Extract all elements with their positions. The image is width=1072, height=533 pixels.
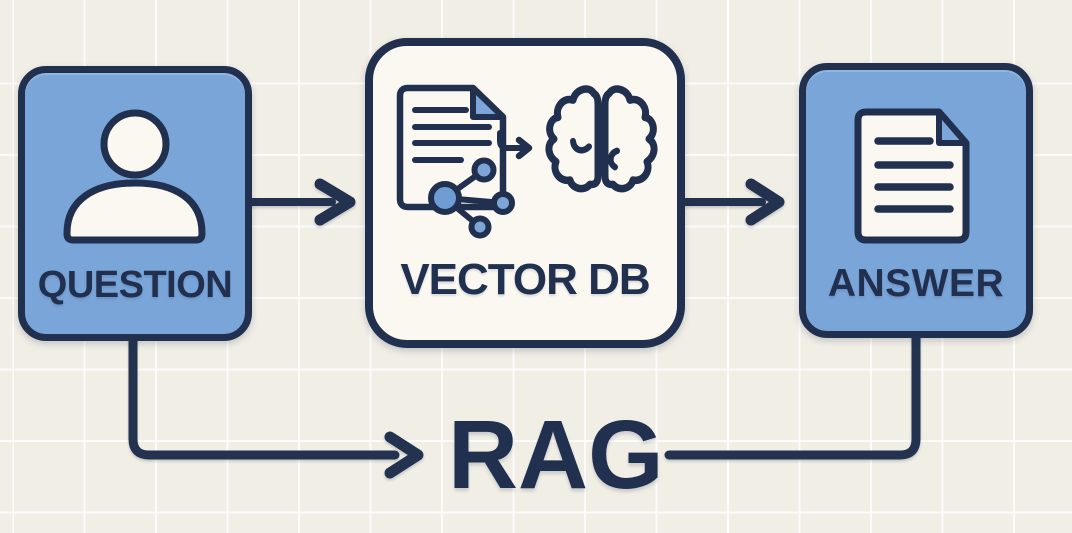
- node-label-vector-db: VECTOR DB: [400, 255, 650, 304]
- elbow-answer-to-rag: [664, 327, 921, 460]
- node-label-question: QUESTION: [37, 264, 233, 306]
- node-answer: ANSWER: [799, 63, 1033, 338]
- elbow-question-to-rag: [128, 329, 424, 479]
- rag-label: RAG: [448, 400, 664, 509]
- node-vector-db: VECTOR DB: [365, 38, 685, 348]
- arrowhead-icon: [384, 431, 424, 479]
- arrowhead-icon: [314, 178, 356, 226]
- arrow-vectordb-to-answer: [677, 178, 785, 226]
- node-label-answer: ANSWER: [827, 262, 1005, 305]
- arrow-question-to-vectordb: [244, 178, 356, 226]
- arrowhead-icon: [745, 178, 785, 226]
- node-question: QUESTION: [18, 66, 252, 341]
